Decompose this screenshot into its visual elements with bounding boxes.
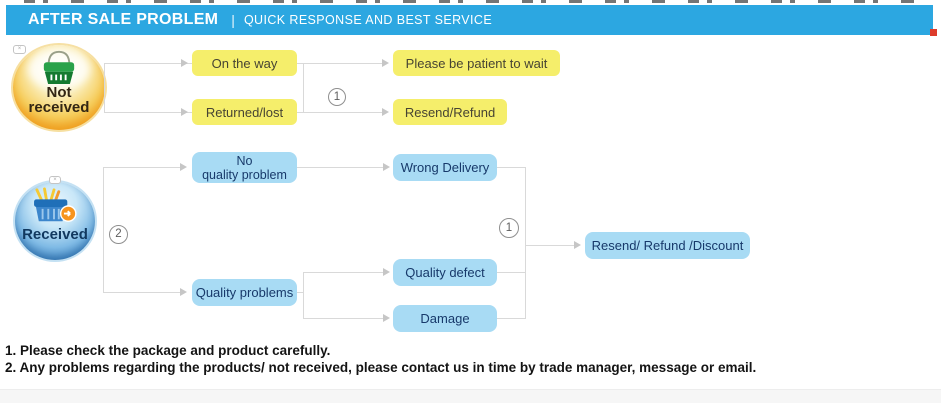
connector-line [497,318,525,319]
connector-line [303,63,385,64]
connector-line [103,167,185,168]
arrowhead [181,59,188,67]
connector-line [297,292,304,293]
arrowhead [180,288,187,296]
arrowhead [181,108,188,116]
step-badge-1b: 1 [499,218,519,238]
note-1: 1. Please check the package and product … [5,343,331,358]
arrowhead [383,314,390,322]
footer-strip [0,389,941,403]
section-title: AFTER SALE PROBLEM [28,11,219,28]
connector-line [303,318,386,319]
step-badge-2: 2 [109,225,128,244]
arrowhead [382,108,389,116]
arrowhead [383,268,390,276]
note-2: 2. Any problems regarding the products/ … [5,360,757,375]
node-quality-defect: Quality defect [393,259,497,286]
node-resend-refund: Resend/Refund [393,99,507,125]
section-header: AFTER SALE PROBLEM | QUICK RESPONSE AND … [6,5,933,35]
hanger-tab: × [49,176,61,184]
node-please-wait: Please be patient to wait [393,50,560,76]
title-separator: | [231,12,235,28]
node-returned-lost: Returned/lost [192,99,297,125]
source-received: × Received [15,176,95,260]
cropped-text-edge [24,0,930,3]
node-resend-refund-discount: Resend/ Refund /Discount [585,232,750,259]
blue-basket-icon [34,187,77,222]
connector-line [303,272,386,273]
step-badge-1: 1 [328,88,346,106]
source-not-received: × Not received [13,45,105,130]
connector-line [303,272,304,319]
node-no-quality-problem: No quality problem [192,152,297,183]
connector-line [497,167,525,168]
node-wrong-delivery: Wrong Delivery [393,154,497,181]
connector-line [303,112,385,113]
connector-line [103,167,104,293]
section-subtitle: QUICK RESPONSE AND BEST SERVICE [243,13,493,27]
node-quality-problems: Quality problems [192,279,297,306]
green-basket-icon [43,50,75,85]
arrowhead [383,163,390,171]
connector-line [525,167,526,319]
arrowhead [574,241,581,249]
connector-line [525,245,577,246]
arrowhead [382,59,389,67]
connector-line [497,272,525,273]
node-on-the-way: On the way [192,50,297,76]
source-not-received-label: Not received [28,84,90,116]
node-damage: Damage [393,305,497,332]
header-edge-red-mark [930,29,937,36]
connector-line [297,167,386,168]
source-received-label: Received [22,226,88,243]
hanger-tab: × [13,45,26,54]
arrowhead [180,163,187,171]
connector-line [103,292,185,293]
